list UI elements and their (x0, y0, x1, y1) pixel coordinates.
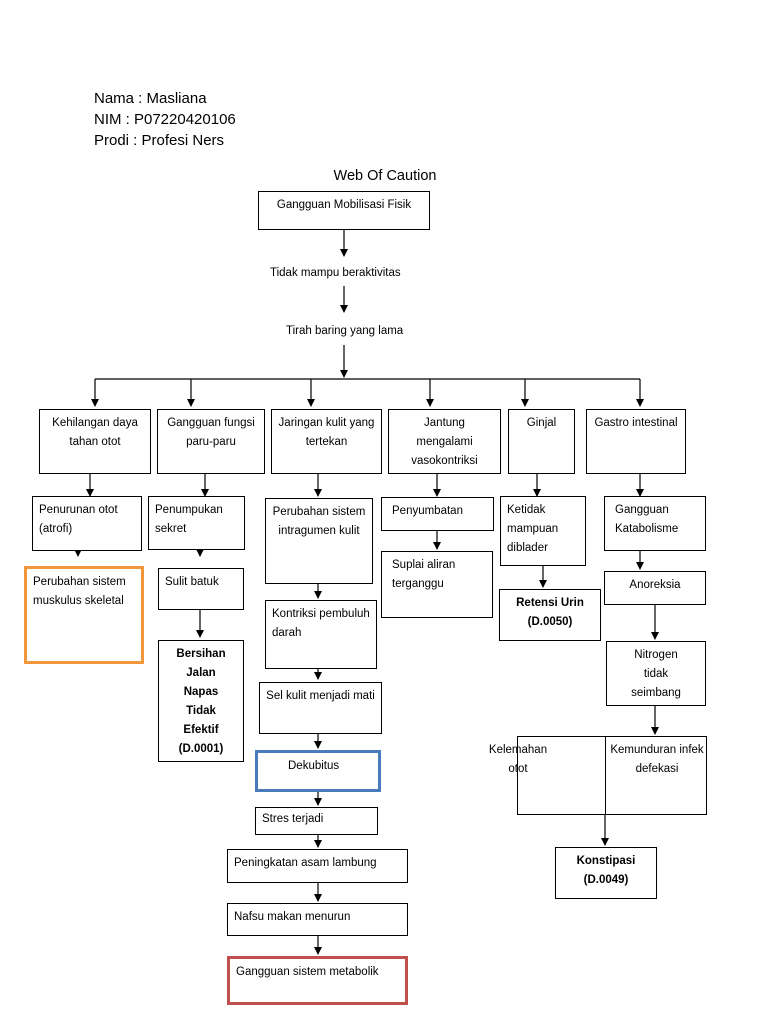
node-gangguan-paru: Gangguan fungsi paru-paru (157, 409, 265, 474)
node-jaringan-kulit: Jaringan kulit yang tertekan (271, 409, 382, 474)
node-retensi-urin: Retensi Urin (D.0050) (499, 589, 601, 641)
student-name: Nama : Masliana (94, 90, 207, 107)
node-bersihan-jalan-napas: Bersihan Jalan Napas Tidak Efektif (D.00… (158, 640, 244, 762)
node-kelemahan-otot: Kelemahan otot (488, 744, 548, 775)
node-ketidak-mampuan: Ketidak mampuan diblader (500, 496, 586, 566)
node-tirah-baring: Tirah baring yang lama (286, 325, 404, 337)
node-gangguan-mobilisasi: Gangguan Mobilisasi Fisik (258, 191, 430, 230)
study-program: Prodi : Profesi Ners (94, 132, 225, 149)
node-nafsu-makan: Nafsu makan menurun (227, 903, 408, 936)
node-suplai-aliran: Suplai aliran terganggu (381, 551, 493, 618)
node-gastro: Gastro intestinal (586, 409, 686, 474)
node-kehilangan-otot: Kehilangan daya tahan otot (39, 409, 151, 474)
node-anoreksia: Anoreksia (604, 571, 706, 605)
node-penurunan-otot: Penurunan otot (atrofi) (32, 496, 142, 551)
node-penyumbatan: Penyumbatan (381, 497, 494, 531)
node-gangguan-katabolisme: Gangguan Katabolisme (604, 496, 706, 551)
student-nim: NIM : P07220420106 (94, 111, 236, 128)
node-penumpukan-sekret: Penumpukan sekret (148, 496, 245, 550)
node-sel-kulit-mati: Sel kulit menjadi mati (259, 682, 382, 734)
node-kontriksi-pembuluh: Kontriksi pembuluh darah (265, 600, 377, 669)
node-split-divider (517, 736, 606, 815)
node-kemunduran-defekasi: Kemunduran infek defekasi (610, 744, 704, 775)
node-perubahan-muskulus: Perubahan sistem muskulus skeletal (24, 566, 144, 664)
node-sulit-batuk: Sulit batuk (158, 568, 244, 610)
diagram-title: Web Of Caution (333, 168, 437, 184)
node-gangguan-metabolik: Gangguan sistem metabolik (227, 956, 408, 1005)
node-asam-lambung: Peningkatan asam lambung (227, 849, 408, 883)
node-stres-terjadi: Stres terjadi (255, 807, 378, 835)
node-nitrogen: Nitrogen tidak seimbang (606, 641, 706, 706)
node-ginjal: Ginjal (508, 409, 575, 474)
node-konstipasi: Konstipasi (D.0049) (555, 847, 657, 899)
node-split-container (517, 736, 707, 815)
node-perubahan-intragumen: Perubahan sistem intragumen kulit (265, 498, 373, 584)
node-tidak-mampu: Tidak mampu beraktivitas (270, 267, 401, 279)
node-jantung: Jantung mengalami vasokontriksi (388, 409, 501, 474)
node-dekubitus: Dekubitus (255, 750, 381, 792)
